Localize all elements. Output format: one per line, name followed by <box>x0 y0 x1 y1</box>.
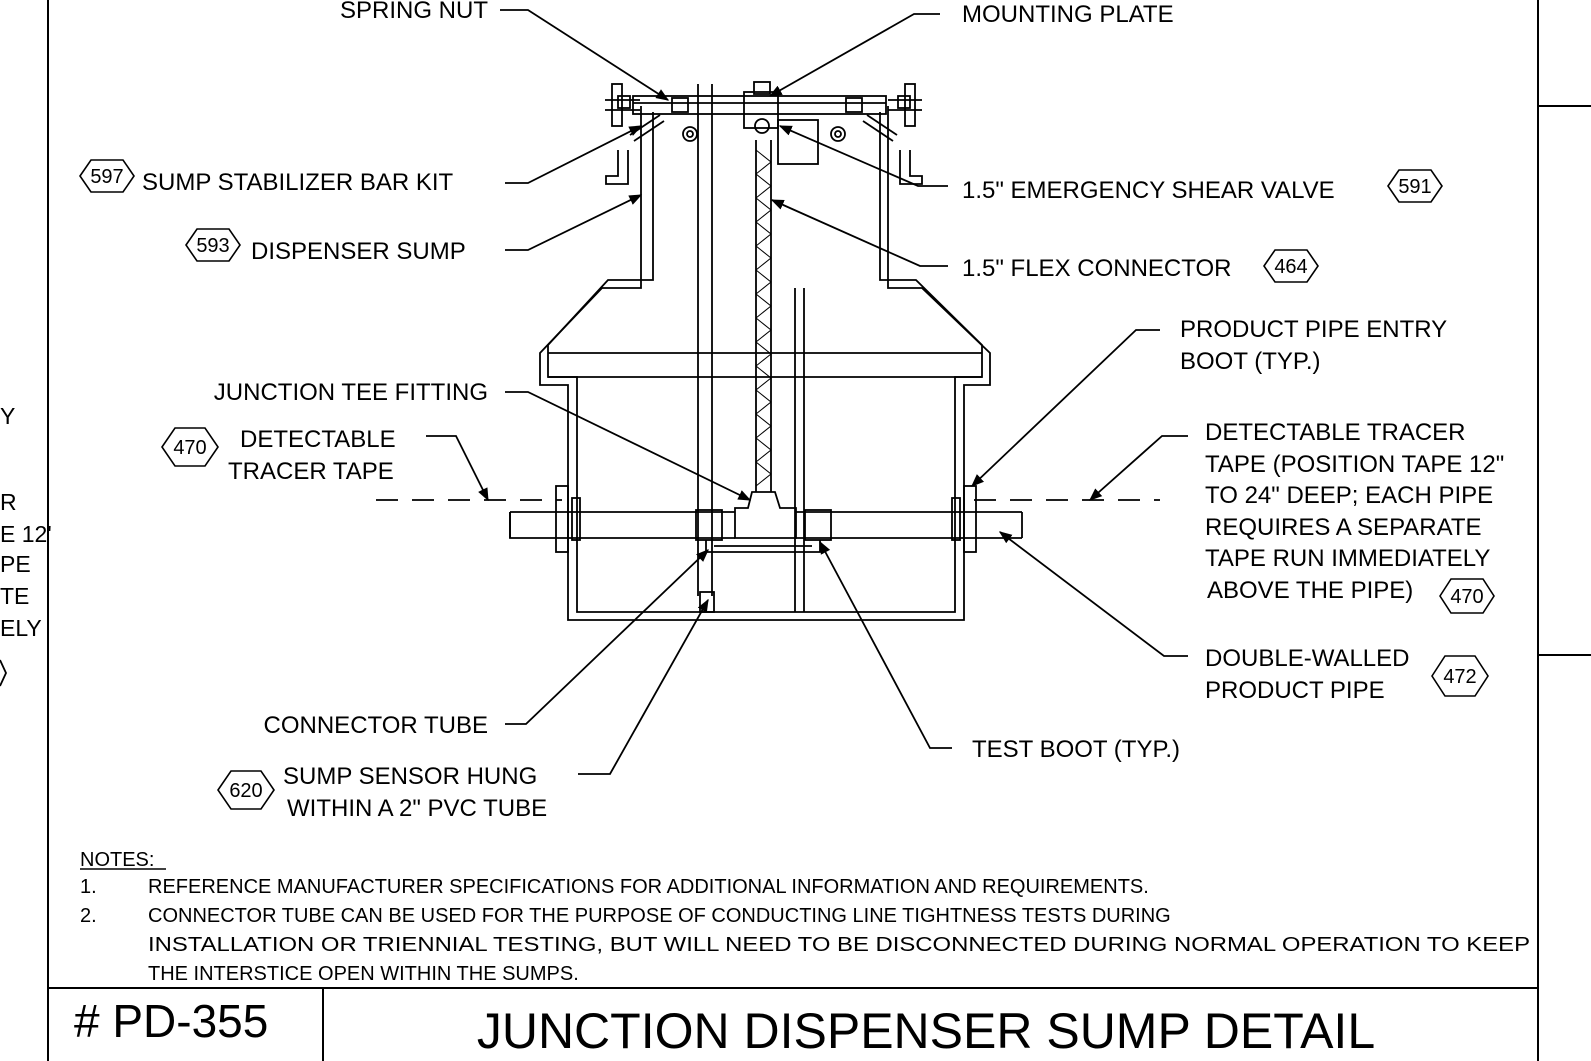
tracer-left-label-1: DETECTABLE <box>240 426 396 453</box>
test-boot-label: TEST BOOT (TYP.) <box>972 736 1180 763</box>
mounting-plate-label: MOUNTING PLATE <box>962 1 1174 28</box>
stabilizer-bracket-right <box>862 83 923 185</box>
note-2-line-2: INSTALLATION OR TRIENNIAL TESTING, BUT W… <box>148 934 1530 956</box>
shear-valve-label: 1.5" EMERGENCY SHEAR VALVE <box>962 177 1335 204</box>
sensor-label-1: SUMP SENSOR HUNG <box>283 763 537 790</box>
tracer-right-label-2: TAPE (POSITION TAPE 12" <box>1205 451 1504 478</box>
left-fragment-3: E 12' <box>0 521 52 547</box>
test-boot-right <box>804 509 832 541</box>
tag-464-number: 464 <box>1274 256 1307 278</box>
tracer-left-label-2: TRACER TAPE <box>228 458 394 485</box>
left-fragments: Y R E 12' PE TE ELY <box>0 403 52 641</box>
tracer-right-label-1: DETECTABLE TRACER <box>1205 419 1466 446</box>
tag-470-left <box>161 427 219 467</box>
product-pipe <box>509 511 1023 539</box>
note-2-line-3: THE INTERSTICE OPEN WITHIN THE SUMPS. <box>148 963 579 985</box>
junction-tee-label: JUNCTION TEE FITTING <box>214 379 488 406</box>
tag-591-number: 591 <box>1398 176 1431 198</box>
tag-470-right <box>1439 578 1495 614</box>
note-1-number: 1. <box>80 876 97 898</box>
stabilizer-label: SUMP STABILIZER BAR KIT <box>142 169 454 196</box>
mounting-plate <box>632 95 887 115</box>
notes: NOTES: 1. REFERENCE MANUFACTURER SPECIFI… <box>80 849 1530 985</box>
entry-boot-left <box>555 485 569 553</box>
hex-tags <box>79 159 1495 810</box>
double-walled-label-2: PRODUCT PIPE <box>1205 677 1385 704</box>
double-walled-label-1: DOUBLE-WALLED <box>1205 645 1410 672</box>
note-2-number: 2. <box>80 905 97 927</box>
tracer-right-label-4: REQUIRES A SEPARATE <box>1205 514 1482 541</box>
entry-boot-right <box>963 485 977 553</box>
left-fragment-tag <box>0 659 7 687</box>
sheet-frame <box>47 0 1591 1061</box>
left-fragment-5: TE <box>0 583 29 609</box>
leader-lines <box>426 9 1188 775</box>
spring-nut-label: SPRING NUT <box>340 0 488 24</box>
tracer-right-label-6: ABOVE THE PIPE) <box>1207 577 1413 604</box>
note-2-line-1: CONNECTOR TUBE CAN BE USED FOR THE PURPO… <box>148 905 1171 927</box>
flex-connector-label: 1.5" FLEX CONNECTOR <box>962 255 1231 282</box>
flex-connector <box>755 140 772 492</box>
left-fragment-2: R <box>0 489 17 515</box>
hex-tag-numbers: 597 593 591 464 470 470 472 620 <box>90 166 1483 802</box>
test-boot-left <box>695 509 723 541</box>
drawing-number: # PD-355 <box>74 995 268 1047</box>
shear-valve <box>743 81 779 134</box>
sensor-label-2: WITHIN A 2" PVC TUBE <box>287 795 547 822</box>
sump-assembly <box>509 81 1023 621</box>
tag-593-number: 593 <box>196 235 229 257</box>
junction-tee <box>734 491 797 539</box>
tag-597 <box>79 159 135 193</box>
tag-472-number: 472 <box>1443 666 1476 688</box>
entry-boot-label-1: PRODUCT PIPE ENTRY <box>1180 316 1447 343</box>
notes-heading: NOTES: <box>80 849 154 871</box>
tracer-right-label-3: TO 24" DEEP; EACH PIPE <box>1205 482 1493 509</box>
tag-470-right-number: 470 <box>1450 586 1483 608</box>
left-fragment-1: Y <box>0 403 15 429</box>
dispenser-sump-upper-inner <box>547 112 983 613</box>
tracer-right-label-5: TAPE RUN IMMEDIATELY <box>1205 545 1490 572</box>
tag-591 <box>1387 169 1443 203</box>
drawing-title: JUNCTION DISPENSER SUMP DETAIL <box>477 1003 1375 1059</box>
left-fragment-6: ELY <box>0 615 42 641</box>
left-fragment-4: PE <box>0 551 31 577</box>
tag-620 <box>217 770 275 810</box>
dispenser-sump-label: DISPENSER SUMP <box>251 238 466 265</box>
entry-boot-label-2: BOOT (TYP.) <box>1180 348 1320 375</box>
tag-472 <box>1431 655 1489 697</box>
tag-593 <box>185 228 241 262</box>
tag-470-left-number: 470 <box>173 437 206 459</box>
tag-464 <box>1263 249 1319 283</box>
connector-tube-label: CONNECTOR TUBE <box>264 712 488 739</box>
tag-620-number: 620 <box>229 780 262 802</box>
tag-597-number: 597 <box>90 166 123 188</box>
stabilizer-bracket-left <box>605 83 665 185</box>
callout-labels: SPRING NUT MOUNTING PLATE SUMP STABILIZE… <box>142 0 1504 822</box>
note-1-text: REFERENCE MANUFACTURER SPECIFICATIONS FO… <box>148 876 1149 898</box>
